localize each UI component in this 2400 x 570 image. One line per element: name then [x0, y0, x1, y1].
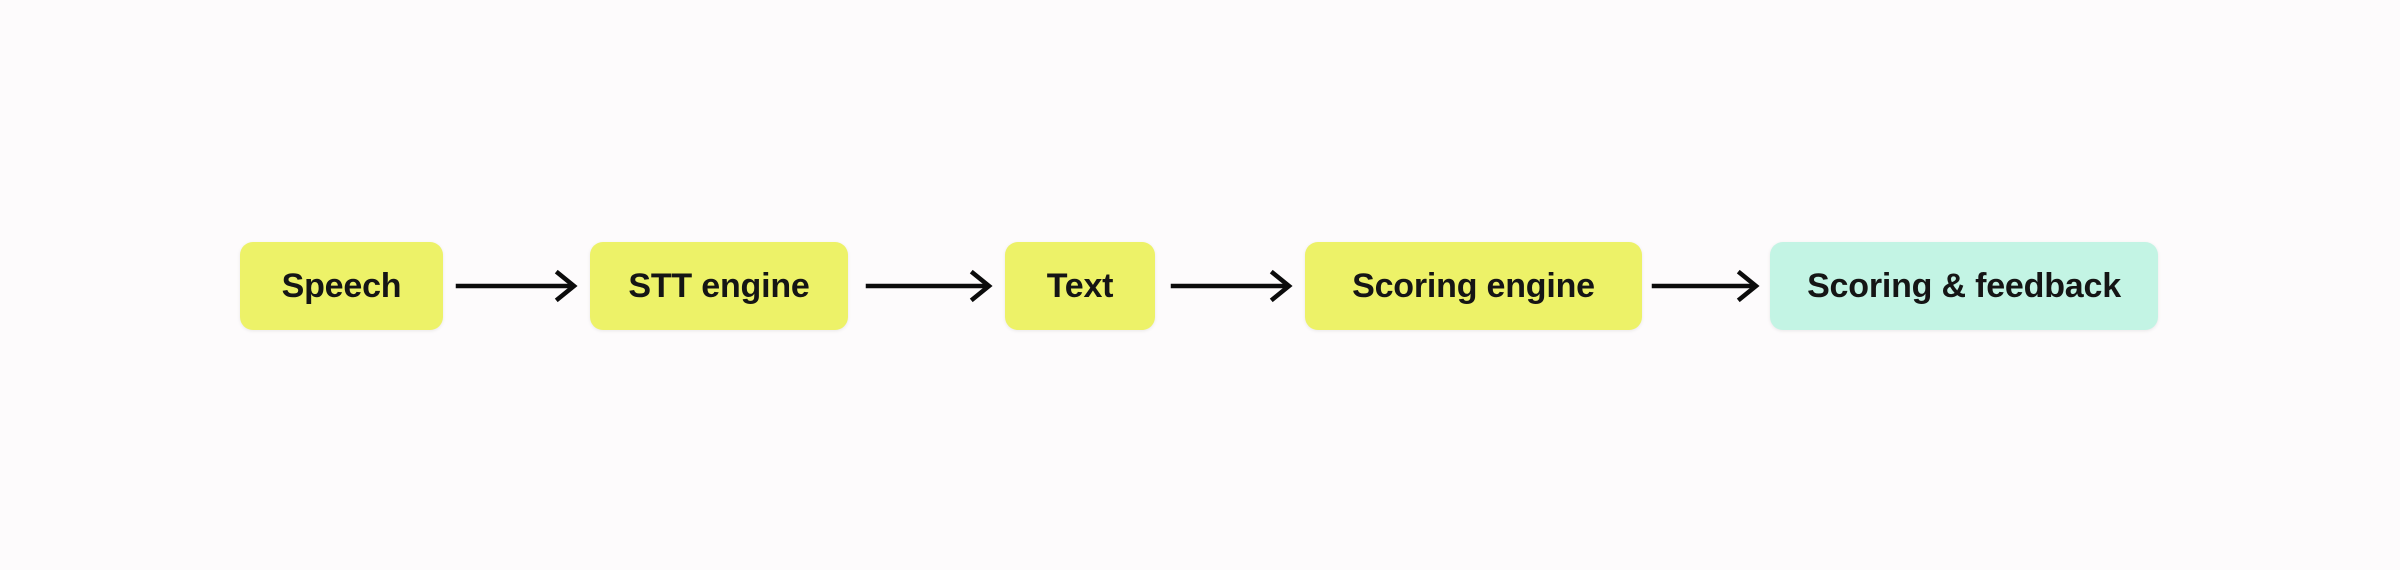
node-speech-label: Speech: [281, 267, 402, 305]
node-stt-engine[interactable]: STT engine: [590, 242, 848, 330]
connector-arrow-3: [1155, 242, 1305, 330]
node-scoring-feedback[interactable]: Scoring & feedback: [1770, 242, 2158, 330]
node-scoring-engine-label: Scoring engine: [1352, 267, 1595, 305]
node-stt-engine-label: STT engine: [628, 267, 810, 305]
arrow-right-icon: [865, 269, 993, 303]
connector-arrow-4: [1642, 242, 1770, 330]
pipeline-flow-row: Speech STT engine Text: [240, 242, 2158, 330]
connector-arrow-1: [443, 242, 590, 330]
node-scoring-feedback-label: Scoring & feedback: [1807, 267, 2121, 305]
connector-arrow-2: [848, 242, 1005, 330]
node-speech[interactable]: Speech: [240, 242, 443, 330]
arrow-right-icon: [455, 269, 578, 303]
node-text-label: Text: [1046, 267, 1114, 305]
arrow-right-icon: [1170, 269, 1293, 303]
node-text[interactable]: Text: [1005, 242, 1155, 330]
arrow-right-icon: [1651, 269, 1760, 303]
node-scoring-engine[interactable]: Scoring engine: [1305, 242, 1642, 330]
